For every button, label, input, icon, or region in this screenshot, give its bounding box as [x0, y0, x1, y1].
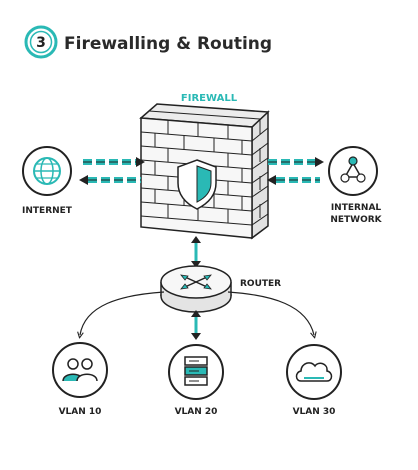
firewall-icon [139, 103, 270, 240]
internal-network-label-line2: NETWORK [330, 215, 382, 225]
header-badge: 3 [24, 25, 58, 59]
firewall-internal-arrows [267, 157, 324, 185]
step-number-badge [24, 25, 58, 59]
internet-label: INTERNET [22, 206, 73, 216]
page-title: Firewalling & Routing [64, 34, 272, 54]
router-label: ROUTER [240, 279, 281, 289]
vlan-30-label: VLAN 30 [293, 407, 336, 417]
internal-network-label-line1: INTERNAL [331, 203, 382, 213]
vlan-30-node [286, 344, 342, 400]
server-icon [184, 356, 208, 386]
internal-network-icon [328, 146, 378, 196]
vlan-10-label: VLAN 10 [59, 407, 102, 417]
step-number: 3 [36, 35, 46, 51]
internet-globe-icon [22, 146, 72, 196]
cloud-icon [295, 362, 333, 382]
firewall-label: FIREWALL [181, 93, 238, 104]
router-vlan-connections [80, 291, 314, 340]
vlan-20-node [168, 344, 224, 400]
firewall-router-arrow [191, 236, 201, 268]
shield-icon [177, 159, 217, 210]
internet-firewall-arrows [79, 157, 145, 185]
users-icon [62, 358, 98, 382]
vlan-20-label: VLAN 20 [175, 407, 218, 417]
router-icon [160, 265, 232, 313]
vlan-10-node [52, 342, 108, 398]
